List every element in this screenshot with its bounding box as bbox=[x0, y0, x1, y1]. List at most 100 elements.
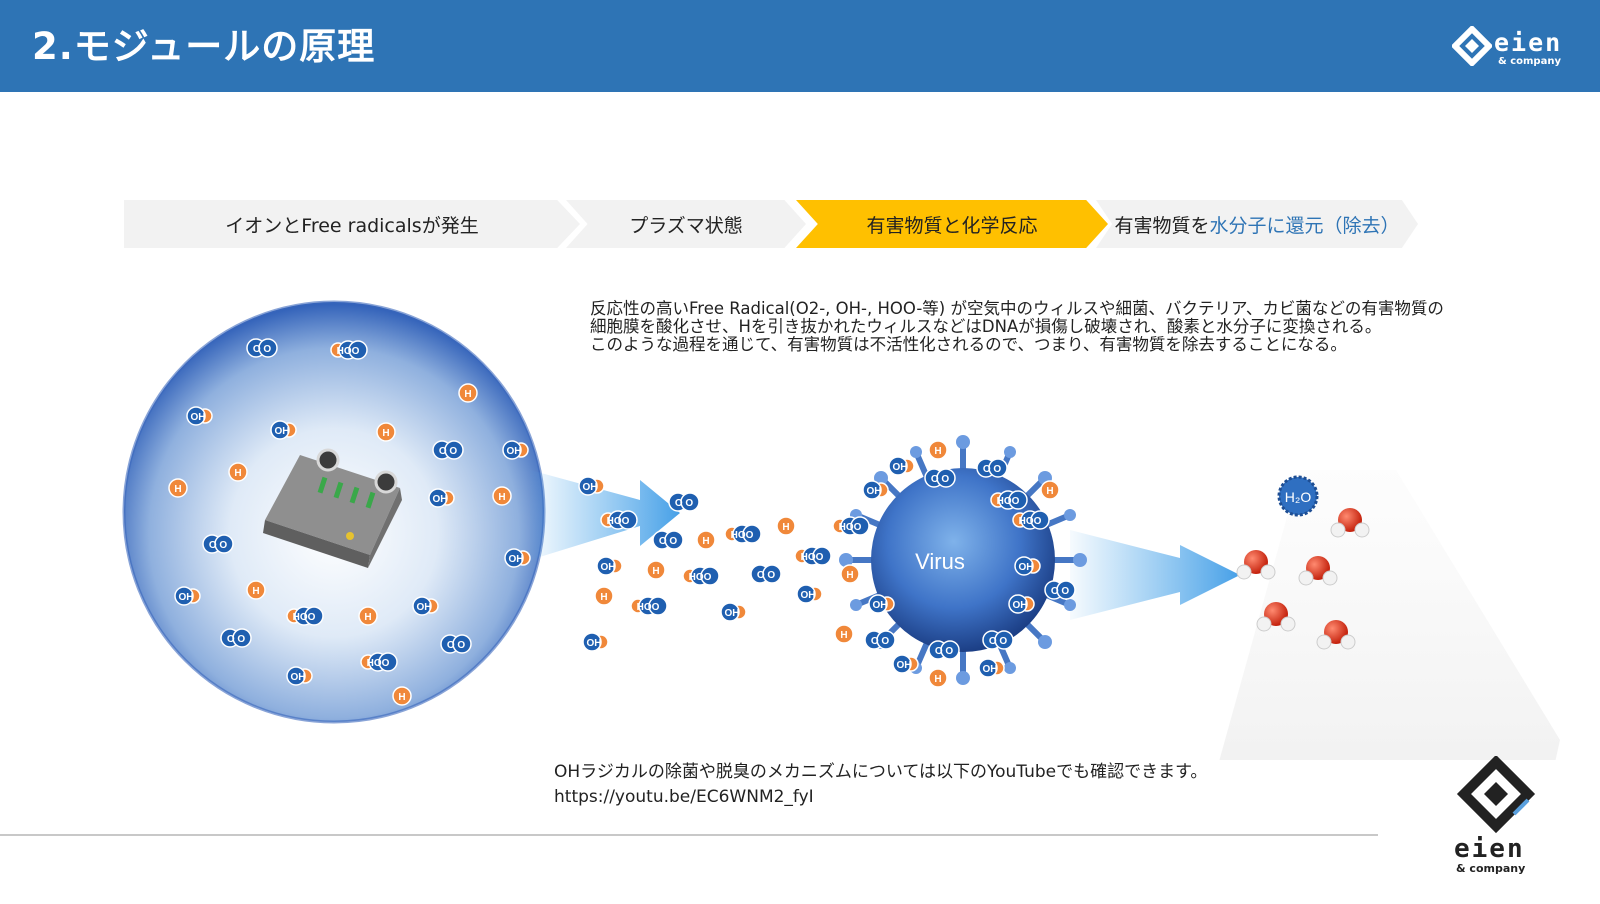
water-badge-label: H₂O bbox=[1285, 489, 1312, 505]
hydrogen-ion-icon: H bbox=[928, 440, 948, 460]
hydroperoxyl-radical-icon: HOO bbox=[1012, 510, 1050, 530]
hydrogen-ion-icon: H bbox=[928, 668, 948, 688]
step-label: プラズマ状態 bbox=[629, 214, 743, 237]
step-label: イオンとFree radicalsが発生 bbox=[225, 214, 479, 237]
hydroxyl-radical-icon: OH bbox=[286, 666, 313, 686]
molecule-label: OH bbox=[583, 482, 598, 493]
hydroperoxyl-radical-icon: HOO bbox=[990, 490, 1028, 510]
hydrogen-ion-icon: H bbox=[376, 422, 396, 442]
molecule-label: OH bbox=[509, 554, 524, 565]
molecule-label: HOO bbox=[1019, 516, 1042, 527]
molecule-label: H bbox=[174, 484, 181, 495]
oxygen-molecule-icon: O O bbox=[668, 492, 700, 512]
molecule-label: OH bbox=[587, 638, 602, 649]
hydrogen-ion-icon: H bbox=[696, 530, 716, 550]
step-ion-generation: イオンとFree radicalsが発生 bbox=[124, 200, 580, 248]
molecule-label: HOO bbox=[839, 522, 862, 533]
step-label: 有害物質と化学反応 bbox=[866, 214, 1038, 237]
flow-arrow-right bbox=[1070, 530, 1240, 620]
molecule-label: HOO bbox=[689, 572, 712, 583]
mechanism-description: 反応性の高いFree Radical(O2-, OH-, HOO-等) が空気中… bbox=[590, 300, 1580, 354]
hydroxyl-radical-icon: OH bbox=[888, 456, 915, 476]
virus-label: Virus bbox=[915, 549, 965, 574]
oxygen-molecule-icon: O O bbox=[202, 534, 234, 554]
step-label-prefix: 有害物質を bbox=[1114, 214, 1210, 237]
molecule-label: O O bbox=[983, 464, 1002, 475]
hydroperoxyl-radical-icon: HOO bbox=[630, 596, 668, 616]
youtube-note: OHラジカルの除菌や脱臭のメカニズムについては以下のYouTubeでも確認できま… bbox=[554, 760, 1207, 810]
hydroperoxyl-radical-icon: HOO bbox=[600, 510, 638, 530]
molecule-label: HOO bbox=[293, 612, 316, 623]
oxygen-molecule-icon: O O bbox=[432, 440, 464, 460]
oxygen-molecule-icon: O O bbox=[1044, 580, 1076, 600]
molecule-label: H bbox=[782, 522, 789, 533]
molecule-label: H bbox=[252, 586, 259, 597]
molecule-label: OH bbox=[191, 412, 206, 423]
hydrogen-ion-icon: H bbox=[458, 383, 478, 403]
title-bar: 2.モジュールの原理 eien & company bbox=[0, 0, 1600, 92]
hydrogen-ion-icon: H bbox=[358, 606, 378, 626]
hydrogen-ion-icon: H bbox=[776, 516, 796, 536]
molecule-label: O O bbox=[931, 474, 950, 485]
hydrogen-ion-icon: H bbox=[492, 486, 512, 506]
hydrogen-ion-icon: H bbox=[246, 580, 266, 600]
hydrogen-ion-icon: H bbox=[594, 586, 614, 606]
molecule-label: OH bbox=[725, 608, 740, 619]
molecule-label: HOO bbox=[607, 516, 630, 527]
molecule-label: H bbox=[652, 566, 659, 577]
molecule-label: O O bbox=[227, 634, 246, 645]
hydroxyl-radical-icon: OH bbox=[582, 632, 609, 652]
oxygen-molecule-icon: O O bbox=[928, 640, 960, 660]
molecule-label: HOO bbox=[997, 496, 1020, 507]
molecule-label: HOO bbox=[367, 658, 390, 669]
youtube-note-text: OHラジカルの除菌や脱臭のメカニズムについては以下のYouTubeでも確認できま… bbox=[554, 762, 1208, 782]
molecule-label: OH bbox=[873, 600, 888, 611]
oxygen-molecule-icon: O O bbox=[750, 564, 782, 584]
hydroxyl-radical-icon: OH bbox=[428, 488, 455, 508]
logo-subtext: & company bbox=[1498, 56, 1561, 67]
hydroperoxyl-radical-icon: HOO bbox=[682, 566, 720, 586]
description-line: 細胞膜を酸化させ、Hを引き抜かれたウィルスなどはDNAが損傷し破壊され、酸素と水… bbox=[590, 317, 1382, 336]
molecule-label: H bbox=[846, 570, 853, 581]
hydroxyl-radical-icon: OH bbox=[596, 556, 623, 576]
molecule-label: OH bbox=[893, 462, 908, 473]
oxygen-molecule-icon: O O bbox=[982, 630, 1014, 650]
molecule-label: OH bbox=[897, 660, 912, 671]
hydroperoxyl-radical-icon: HOO bbox=[794, 546, 832, 566]
hydroperoxyl-radical-icon: HOO bbox=[724, 524, 762, 544]
youtube-link[interactable]: https://youtu.be/EC6WNM2_fyI bbox=[554, 787, 814, 807]
oxygen-molecule-icon: O O bbox=[440, 634, 472, 654]
water-badge: H₂O bbox=[1277, 475, 1319, 517]
molecule-label: OH bbox=[1013, 600, 1028, 611]
molecule-label: OH bbox=[983, 664, 998, 675]
description-line: このような過程を通じて、有害物質は不活性化されるので、つまり、有害物質を除去する… bbox=[590, 335, 1347, 354]
logo-mark-icon bbox=[1450, 24, 1494, 68]
molecule-label: OH bbox=[433, 494, 448, 505]
hydroperoxyl-radical-icon: HOO bbox=[360, 652, 398, 672]
page-title: 2.モジュールの原理 bbox=[32, 25, 376, 68]
oxygen-molecule-icon: O O bbox=[976, 458, 1008, 478]
oxygen-molecule-icon: O O bbox=[924, 468, 956, 488]
molecule-label: H bbox=[840, 630, 847, 641]
molecule-label: H bbox=[600, 592, 607, 603]
oxygen-molecule-icon: O O bbox=[864, 630, 896, 650]
hydroxyl-radical-icon: OH bbox=[504, 548, 531, 568]
molecule-label: OH bbox=[867, 486, 882, 497]
step-label: 有害物質を水分子に還元（除去） bbox=[1114, 211, 1399, 238]
molecule-label: H bbox=[498, 492, 505, 503]
molecule-label: O O bbox=[659, 536, 678, 547]
molecule-label: H bbox=[234, 468, 241, 479]
footer-divider bbox=[0, 834, 1378, 836]
corner-logo-subtext: & company bbox=[1456, 862, 1526, 875]
molecule-label: O O bbox=[989, 636, 1008, 647]
hydrogen-ion-icon: H bbox=[228, 462, 248, 482]
molecule-label: H bbox=[934, 674, 941, 685]
molecule-label: OH bbox=[417, 602, 432, 613]
molecule-label: H bbox=[1046, 486, 1053, 497]
molecule-label: O O bbox=[935, 646, 954, 657]
hydroxyl-radical-icon: OH bbox=[578, 476, 605, 496]
molecule-label: OH bbox=[507, 446, 522, 457]
oxygen-molecule-icon: O O bbox=[220, 628, 252, 648]
process-flow: イオンとFree radicalsが発生 プラズマ状態 有害物質と化学反応 有害… bbox=[0, 200, 1600, 252]
molecule-label: O O bbox=[871, 636, 890, 647]
